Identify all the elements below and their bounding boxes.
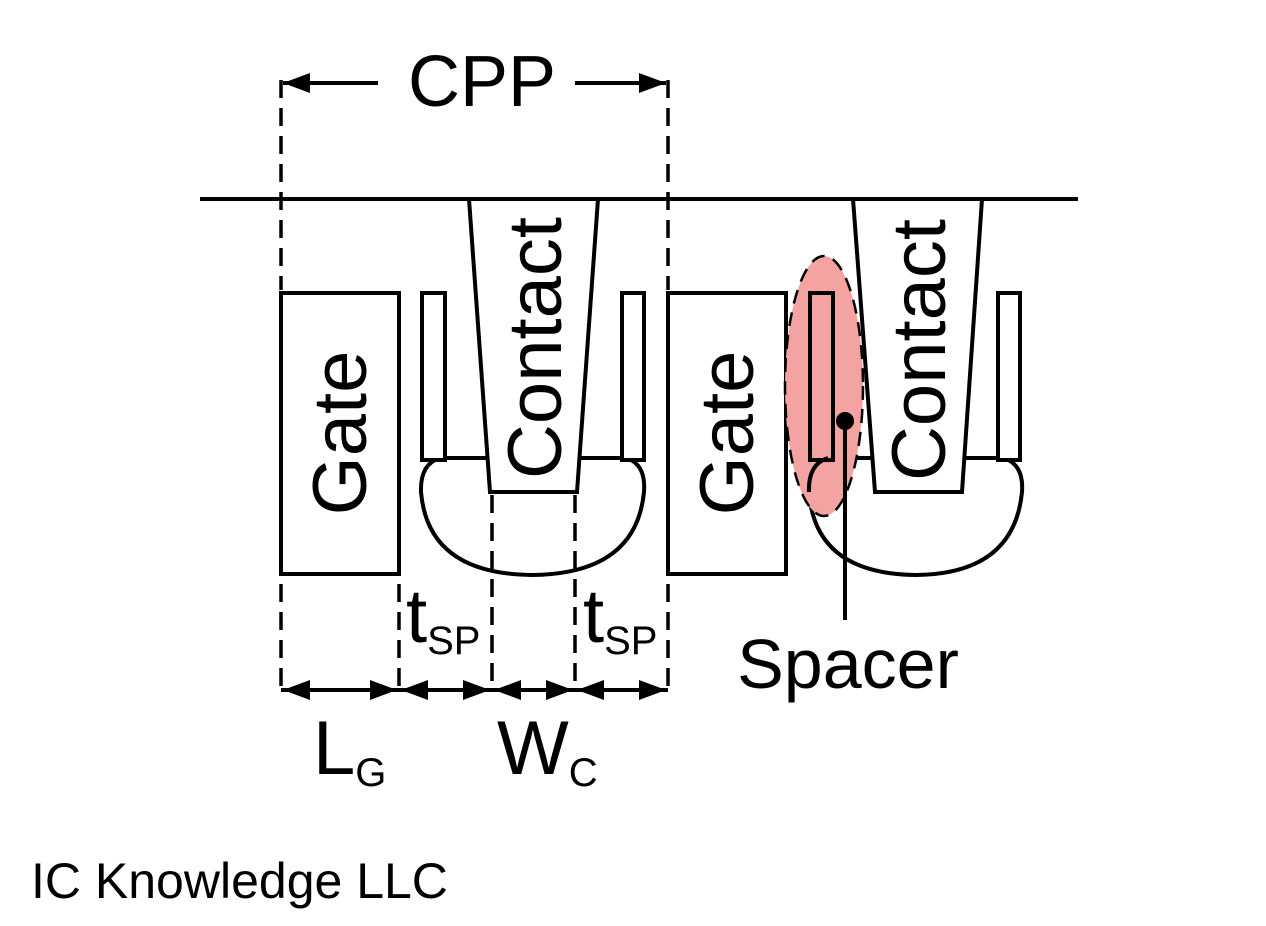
contact-left [466, 197, 601, 494]
bottom-dimensions [279, 495, 670, 700]
contact-left-label: Contact [493, 217, 578, 479]
contact-right [850, 197, 985, 494]
gate-left-label: Gate [298, 351, 383, 516]
spacer-highlight-outline [783, 254, 865, 518]
spacer-left-a [420, 291, 447, 462]
contact-right-label: Contact [877, 219, 962, 481]
gate-right [666, 291, 788, 576]
cpp-label: CPP [408, 42, 556, 122]
spacer-label: Spacer [737, 625, 959, 703]
wc-label: WC [497, 706, 598, 795]
cpp-dimension: CPP [279, 42, 670, 290]
spacer-left-b [620, 291, 646, 462]
gate-left [279, 291, 401, 576]
gate-right-label: Gate [685, 351, 770, 516]
tsp-left-label: tSP [406, 574, 480, 663]
sd-region-left [418, 456, 647, 578]
footer-credit: IC Knowledge LLC [31, 853, 448, 909]
lg-label: LG [313, 706, 386, 795]
spacer-right-b [996, 291, 1022, 462]
tsp-right-label: tSP [583, 574, 657, 663]
